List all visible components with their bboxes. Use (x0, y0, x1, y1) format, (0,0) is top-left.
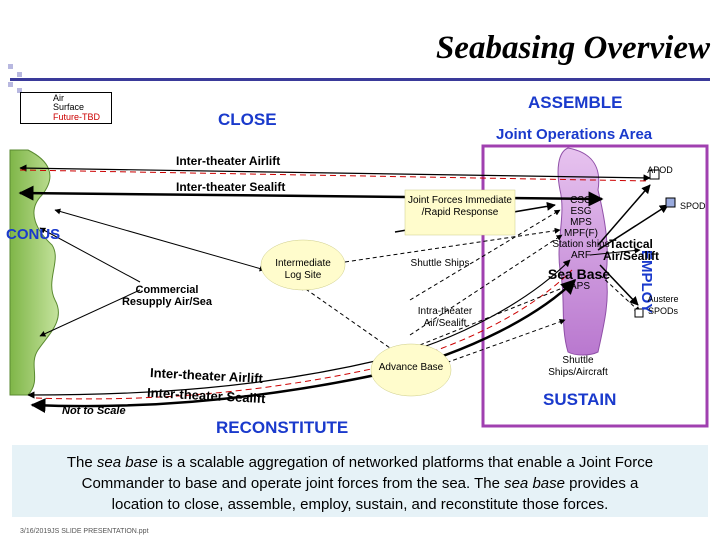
aps-label: APS (569, 281, 590, 292)
route-label-intra-theater: Intra-theater Air/Sealift (417, 306, 473, 329)
route-advance-seabase (439, 319, 566, 366)
title-underline (10, 78, 710, 81)
sea-base-list: CSG ESG MPS MPF(F) Station ships ARF (548, 195, 614, 261)
route-to-spod (597, 204, 669, 251)
ils-node (260, 239, 346, 291)
route-commercial-b (39, 289, 141, 337)
decor-square (8, 64, 13, 69)
caption-line: location to close, assemble, employ, sus… (111, 496, 609, 513)
route-airlift-top (19, 164, 651, 182)
legend: Air Surface Future-TBD (20, 92, 112, 124)
route-label-sealift-top: Inter-theater Sealift (176, 180, 286, 194)
legend-item-surface: Surface (53, 102, 85, 112)
sea-base-item: Station ships (552, 239, 610, 250)
austere-spods-label: Austere SPODs (647, 294, 679, 316)
advance-base-node (370, 343, 452, 397)
route-ils-seabase (344, 227, 561, 263)
route-airlift-top-future (19, 169, 651, 182)
route-sealift-bottom (30, 278, 577, 414)
not-to-scale-label: Not to Scale (62, 405, 126, 417)
phase-reconstitute: RECONSTITUTE (216, 418, 349, 437)
route-label-tactical: Tactical Air/Sealift (602, 237, 659, 263)
route-label-commercial: Commercial Resupply Air/Sea (121, 284, 213, 308)
decor-square (17, 72, 22, 77)
conus-label: CONUS (6, 226, 61, 243)
route-to-apod (597, 184, 651, 246)
caption-line: The sea base is a scalable aggregation o… (66, 454, 654, 471)
joa-label: Joint Operations Area (496, 126, 653, 143)
route-shuttle-b (409, 234, 563, 336)
sea-base-item: MPS (570, 217, 592, 228)
decor-square (8, 82, 13, 87)
legend-item-future: Future-TBD (53, 112, 101, 122)
spod-label: SPOD (680, 201, 706, 211)
advance-base-label: Advance Base (378, 362, 444, 373)
route-bottom-future (35, 269, 573, 400)
route-label-airlift-top: Inter-theater Airlift (176, 154, 281, 168)
jfirr-label: Joint Forces Immediate /Rapid Response (408, 195, 512, 218)
route-ils-conus (54, 208, 266, 272)
route-shuttle-a (409, 209, 561, 301)
apod-marker (649, 169, 660, 180)
route-shuttle-c (419, 284, 571, 346)
sea-base-item: ESG (570, 206, 592, 217)
ils-label: Intermediate Log Site (275, 258, 331, 281)
footer-filename: 3/16/2019JS SLIDE PRESENTATION.ppt (20, 528, 149, 535)
apod-label: APOD (647, 165, 673, 175)
jfirr-node (404, 189, 516, 236)
caption-line: Commander to base and operate joint forc… (81, 475, 639, 492)
route-to-austere-b (599, 274, 641, 313)
phase-sustain: SUSTAIN (543, 390, 617, 409)
caption-text: The sea base is a scalable aggregation o… (20, 452, 700, 515)
route-to-austere-a (599, 264, 639, 306)
legend-item-air: Air (53, 93, 64, 103)
page-title: Seabasing Overview (435, 30, 710, 66)
sea-base-item: ARF (571, 250, 591, 261)
route-label-shuttle-ships-aircraft: Shuttle Ships/Aircraft (548, 355, 608, 378)
route-tactical (589, 247, 641, 256)
sea-base-item: CSG (570, 195, 592, 206)
sea-base-label: Sea Base (547, 266, 611, 282)
sea-base-item: MPF(F) (564, 228, 598, 239)
conus-landmass (9, 149, 59, 396)
route-label-shuttle-ships: Shuttle Ships (410, 258, 470, 269)
route-ils-advance (299, 284, 401, 356)
spod-marker (665, 197, 676, 208)
austere-spod-marker (634, 308, 644, 318)
phase-close: CLOSE (218, 110, 277, 129)
decor-square (17, 88, 22, 93)
phase-assemble: ASSEMBLE (528, 93, 623, 112)
caption-box (12, 445, 708, 517)
